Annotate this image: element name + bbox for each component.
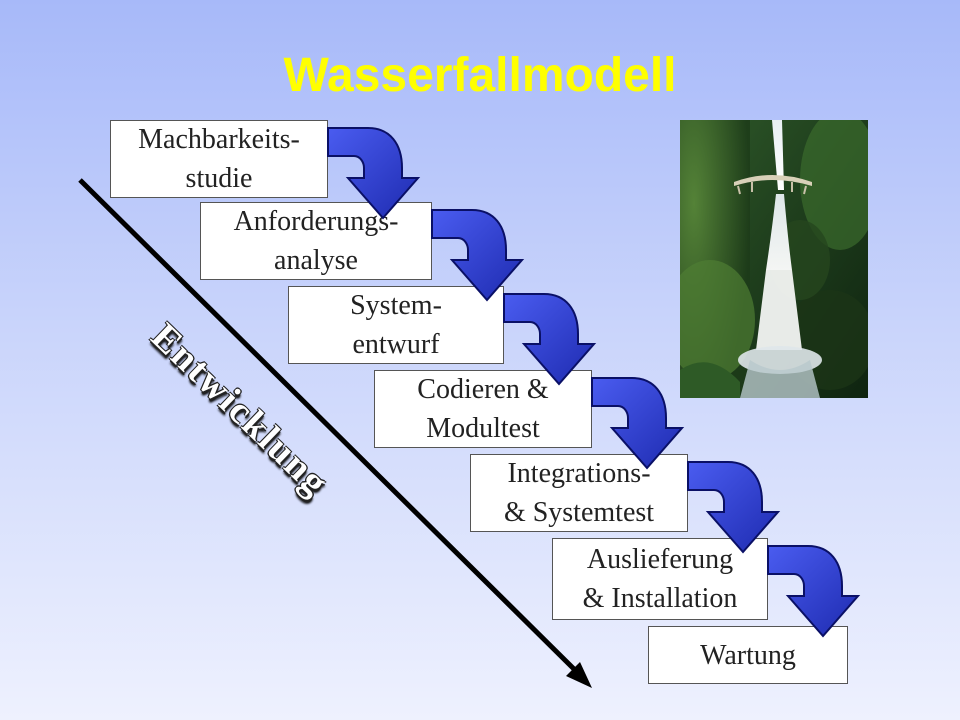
arrow-icon-4 [591,377,683,469]
arrow-icon-5 [687,461,779,553]
arrow-icon-3 [503,293,595,385]
phase-box-delivery: Auslieferung & Installation [552,538,768,620]
slide-title: Wasserfallmodell [283,49,677,102]
phase-box-feasibility: Machbarkeits- studie [110,120,328,198]
arrow-icon-1 [327,127,419,219]
phase-box-requirements: Anforderungs- analyse [200,202,432,280]
arrow-icon-2 [431,209,523,301]
arrow-icon-6 [767,545,859,637]
phase-box-coding: Codieren & Modultest [374,370,592,448]
phase-box-integration: Integrations- & Systemtest [470,454,688,532]
waterfall-photo [680,120,868,398]
phase-box-system-design: System- entwurf [288,286,504,364]
phase-box-maintenance: Wartung [648,626,848,684]
